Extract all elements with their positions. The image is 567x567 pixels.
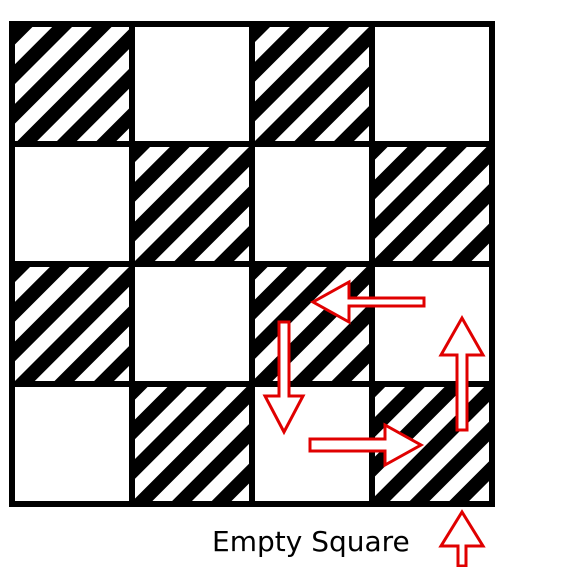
right-arrow-icon (308, 422, 425, 468)
board-cell-hatched-r1c1 (12, 24, 132, 144)
board-cell-empty-r1c4 (372, 24, 492, 144)
board-cell-empty-r2c3 (252, 144, 372, 264)
board-cell-empty-r3c2 (132, 264, 252, 384)
board-grid-lines (9, 21, 495, 507)
board-cell-hatched-r4c2 (132, 384, 252, 504)
left-arrow-icon (309, 279, 426, 325)
board-cell-hatched-r3c3 (252, 264, 372, 384)
empty-square-label: Empty Square (212, 525, 410, 558)
board-cell-hatched-r2c2 (132, 144, 252, 264)
down-arrow-icon (262, 320, 306, 436)
board-cell-hatched-r3c1 (12, 264, 132, 384)
up-arrow-icon (438, 314, 486, 432)
board-cell-hatched-r1c3 (252, 24, 372, 144)
board-cell-empty-r4c1 (12, 384, 132, 504)
board-cell-empty-r1c2 (132, 24, 252, 144)
legend-up-arrow-icon (438, 509, 486, 567)
board-cell-empty-r3c4 (372, 264, 492, 384)
board-cells (12, 24, 492, 504)
move-arrows (262, 279, 486, 468)
board-cell-empty-r2c1 (12, 144, 132, 264)
board-cell-hatched-r2c4 (372, 144, 492, 264)
